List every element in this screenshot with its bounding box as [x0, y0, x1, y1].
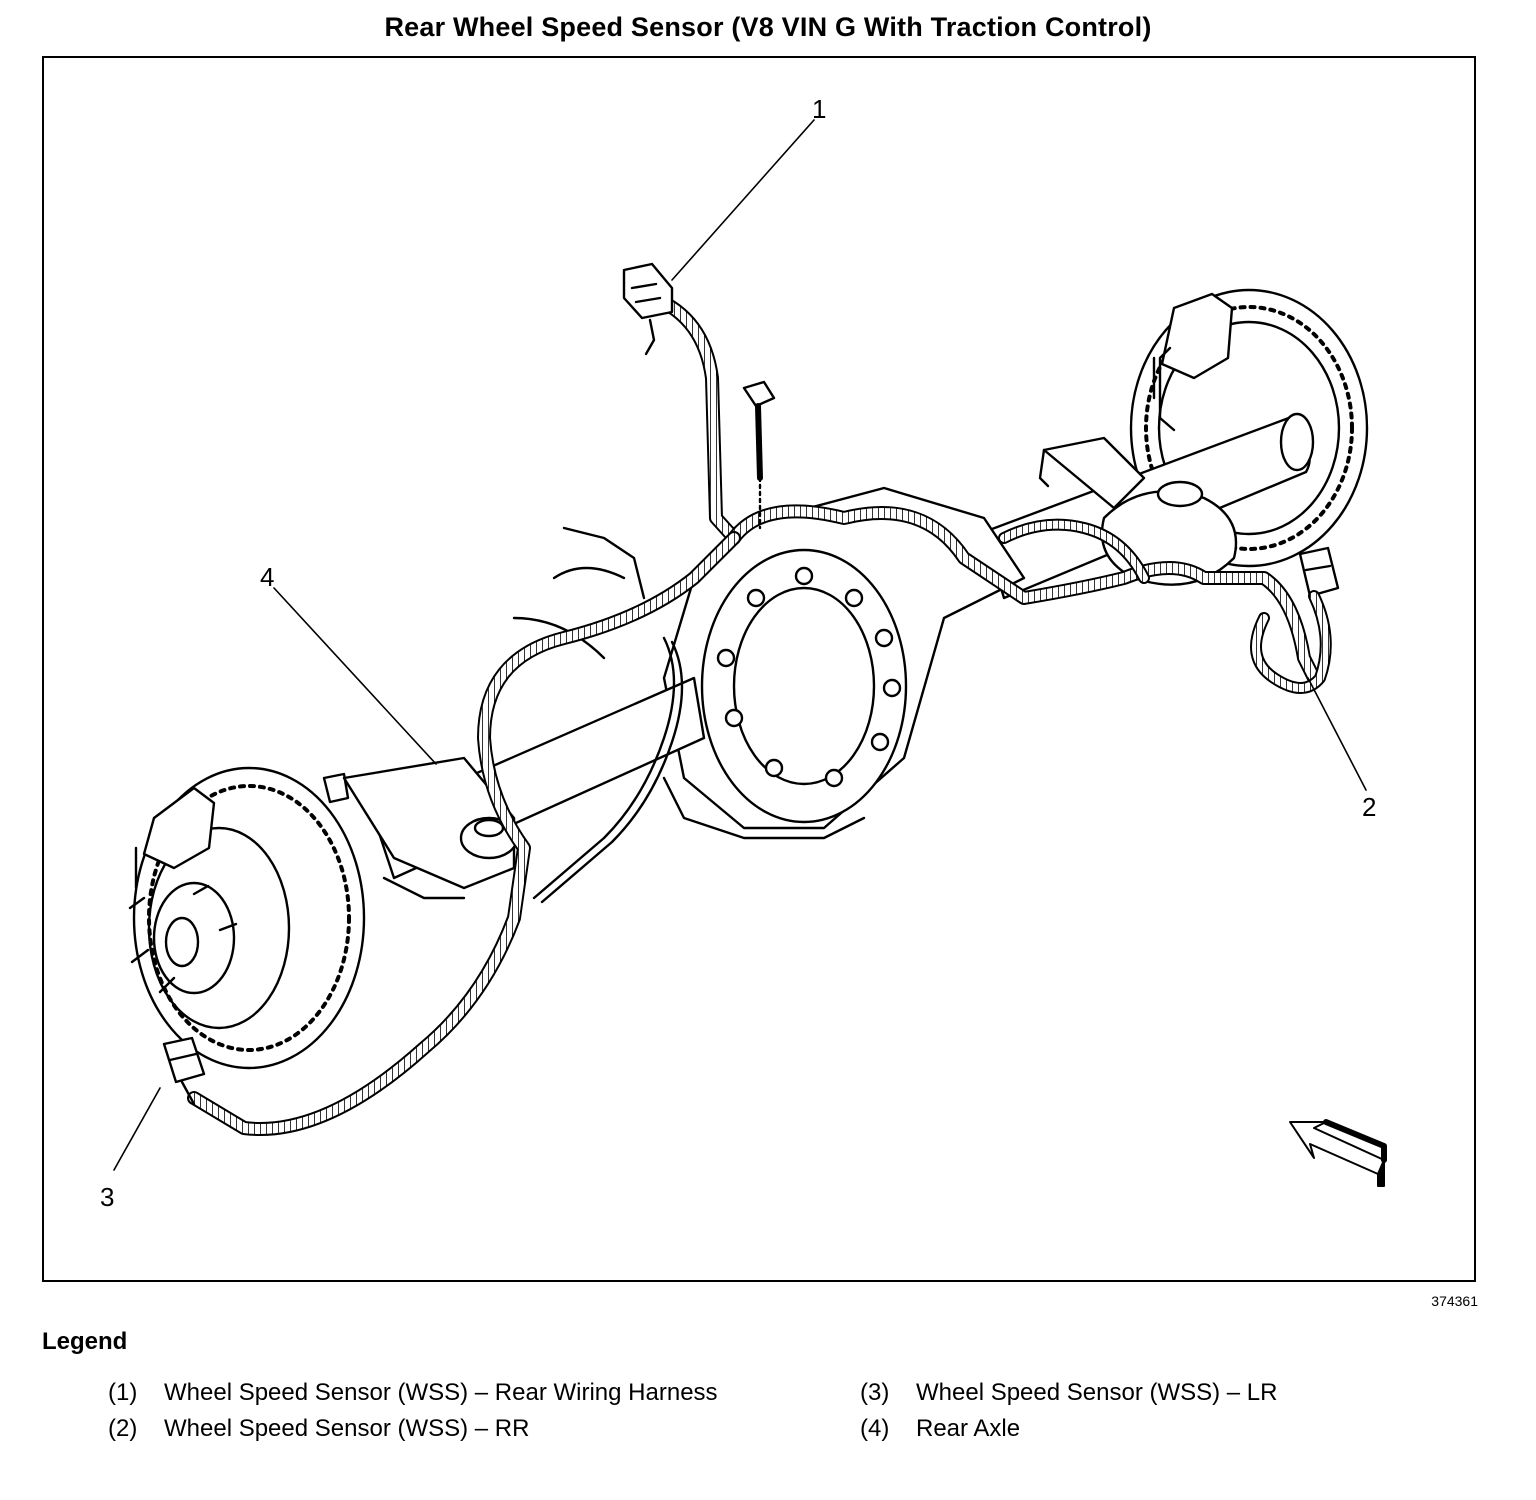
legend-item-text: Wheel Speed Sensor (WSS) – LR: [916, 1379, 1278, 1406]
right-axle-tube: [982, 412, 1315, 600]
diagram-frame: 1 2 3 4: [42, 56, 1476, 1282]
callout-4: 4: [260, 562, 274, 592]
legend-column-left: (1) Wheel Speed Sensor (WSS) – Rear Wiri…: [108, 1378, 748, 1450]
wiring-harness: [187, 291, 1321, 1136]
legend-item-number: (4): [860, 1415, 890, 1442]
differential-housing: [662, 486, 1026, 840]
legend-item-text: Rear Axle: [916, 1415, 1021, 1442]
lr-wheel-speed-sensor: [162, 1036, 206, 1106]
rr-wheel-speed-sensor: [1250, 546, 1340, 694]
harness-connector: [622, 262, 674, 356]
left-axle-tube: [322, 526, 706, 900]
legend-item: (2) Wheel Speed Sensor (WSS) – RR: [108, 1414, 748, 1444]
legend-item: (1) Wheel Speed Sensor (WSS) – Rear Wiri…: [108, 1378, 748, 1408]
figure-id: 374361: [1431, 1293, 1478, 1309]
legend-heading: Legend: [42, 1328, 128, 1355]
legend-item-number: (2): [108, 1415, 138, 1442]
callout-1: 1: [812, 94, 826, 124]
front-arrow-icon: [1289, 1119, 1387, 1187]
legend-item-text: Wheel Speed Sensor (WSS) – RR: [164, 1415, 530, 1442]
page-title: Rear Wheel Speed Sensor (V8 VIN G With T…: [384, 12, 1152, 42]
callout-3: 3: [100, 1182, 114, 1212]
legend-item: (4) Rear Axle: [860, 1414, 1420, 1444]
legend-item-number: (3): [860, 1379, 890, 1406]
leader-lines: [113, 119, 1367, 1171]
axle-illustration: 1 2 3 4: [100, 94, 1387, 1212]
left-brake-rotor: [128, 766, 366, 1070]
mounting-bolt: [742, 380, 776, 530]
legend-item-number: (1): [108, 1379, 138, 1406]
legend-column-right: (3) Wheel Speed Sensor (WSS) – LR (4) Re…: [860, 1378, 1420, 1450]
legend-item-text: Wheel Speed Sensor (WSS) – Rear Wiring H…: [164, 1379, 718, 1406]
legend-item: (3) Wheel Speed Sensor (WSS) – LR: [860, 1378, 1420, 1408]
callout-2: 2: [1362, 792, 1376, 822]
